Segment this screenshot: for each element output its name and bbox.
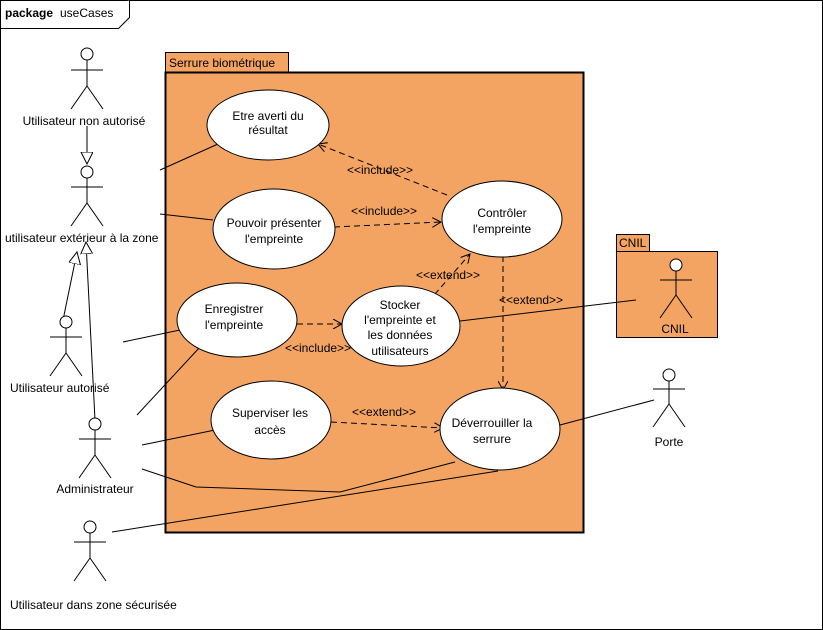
actor-label-autorise: Utilisateur autorisé (10, 381, 110, 395)
label-include-enregistrer: <<include>> (285, 341, 351, 355)
svg-text:l'empreinte: l'empreinte (205, 318, 264, 332)
assoc-admin-superviser (141, 429, 216, 446)
svg-text:utilisateurs: utilisateurs (371, 344, 428, 358)
dep-include-averti (318, 144, 448, 196)
svg-text:Superviser les: Superviser les (232, 406, 308, 420)
use-case-averti[interactable]: Etre averti du résultat (206, 89, 330, 161)
frame-name: useCases (60, 6, 113, 20)
assoc-admin-deverrouiller (141, 461, 456, 493)
assoc-exterieur-averti (159, 143, 219, 171)
actor-label-non-autorise: Utilisateur non autorisé (23, 114, 146, 128)
use-case-enregistrer[interactable]: Enregistrer l'empreinte (176, 282, 298, 358)
gen-autorise-exterieur (61, 252, 77, 326)
actor-label-administrateur: Administrateur (56, 482, 133, 496)
assoc-porte-deverrouiller (559, 399, 655, 426)
assoc-admin-enregistrer (136, 346, 201, 416)
svg-text:accès: accès (254, 423, 285, 437)
label-extend-superviser: <<extend>> (352, 405, 416, 419)
assoc-zone-deverrouiller (111, 470, 499, 533)
use-case-presenter[interactable]: Pouvoir présenter l'empreinte (212, 188, 336, 270)
use-case-controler[interactable]: Contrôler l'empreinte (441, 180, 563, 258)
actor-label-exterieur: utilisateur extérieur à la zone (5, 231, 159, 245)
svg-text:l'empreinte et: l'empreinte et (364, 313, 436, 327)
actor-label-zone-securisee: Utilisateur dans zone sécurisée (10, 598, 177, 612)
cnil-package[interactable]: CNIL (616, 234, 718, 338)
svg-text:résultat: résultat (248, 123, 288, 137)
assoc-exterieur-presenter (159, 213, 214, 221)
label-extend-stocker: <<extend>> (416, 268, 480, 282)
associations (111, 143, 655, 533)
svg-text:serrure: serrure (473, 432, 511, 446)
actor-administrateur[interactable] (78, 417, 112, 479)
actor-zone-securisee[interactable] (73, 520, 107, 582)
label-extend-controler: <<extend>> (499, 293, 563, 307)
actor-cnil[interactable] (659, 258, 693, 319)
svg-text:l'empreinte: l'empreinte (245, 232, 304, 246)
svg-text:les données: les données (368, 328, 433, 342)
frame-keyword: package (5, 6, 53, 20)
actor-autorise[interactable] (49, 315, 83, 377)
dep-extend-superviser (330, 421, 443, 428)
actor-exterieur[interactable] (70, 165, 104, 227)
actor-non-autorise[interactable] (70, 47, 104, 110)
system-title: Serrure biométrique (169, 56, 275, 70)
assoc-autorise-enregistrer (122, 329, 181, 343)
svg-text:Contrôler: Contrôler (477, 206, 526, 220)
svg-text:Déverrouiller la: Déverrouiller la (452, 416, 533, 430)
actor-label-cnil: CNIL (661, 322, 689, 336)
assoc-stocker-cnil (459, 299, 637, 322)
gen-admin-exterieur (86, 242, 96, 421)
svg-text:Enregistrer: Enregistrer (205, 302, 264, 316)
use-case-deverrouiller[interactable]: Déverrouiller la serrure (439, 387, 561, 471)
actor-label-porte: Porte (655, 435, 684, 449)
svg-text:Etre averti du: Etre averti du (232, 109, 303, 123)
stereotype-labels: <<include>> <<include>> <<extend>> <<inc… (285, 163, 563, 419)
generalizations (61, 126, 96, 421)
use-case-stocker[interactable]: Stocker l'empreinte et les données utili… (341, 285, 461, 367)
cnil-package-title: CNIL (619, 236, 647, 250)
label-include-averti: <<include>> (347, 163, 413, 177)
label-include-presenter: <<include>> (351, 204, 417, 218)
svg-text:Pouvoir présenter: Pouvoir présenter (227, 216, 322, 230)
svg-text:Stocker: Stocker (380, 298, 421, 312)
actor-porte[interactable] (652, 368, 686, 428)
use-case-superviser[interactable]: Superviser les accès (210, 380, 332, 460)
dep-include-presenter (333, 222, 441, 228)
svg-text:l'empreinte: l'empreinte (473, 222, 532, 236)
